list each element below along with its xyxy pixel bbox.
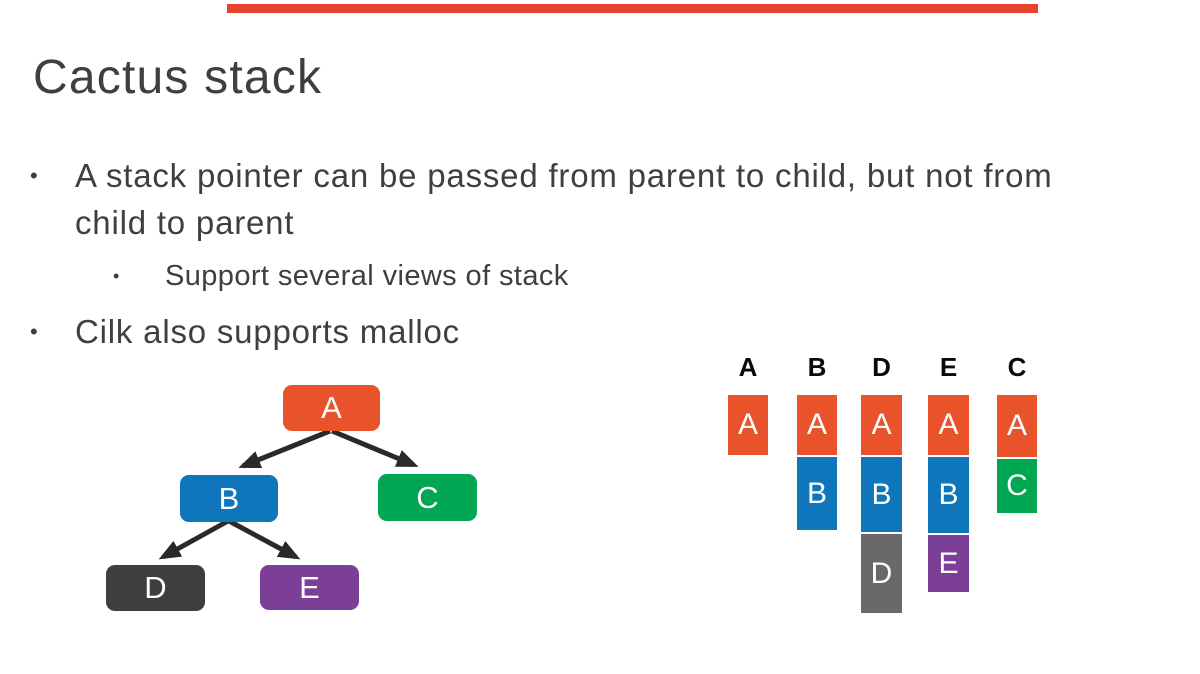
bullet-icon: • bbox=[30, 319, 38, 344]
tree-edge-B-E bbox=[227, 518, 301, 560]
stack-cell-A: A bbox=[797, 395, 837, 455]
tree-node-E: E bbox=[260, 565, 359, 610]
stack-cell-B: B bbox=[861, 455, 902, 532]
stack-column-header: E bbox=[939, 352, 958, 382]
sub-bullet-text: Support several views of stack bbox=[165, 260, 569, 292]
tree-node-C: C bbox=[378, 474, 477, 521]
bullet-text: Cilk also supports malloc bbox=[75, 313, 460, 350]
tree-node-B: B bbox=[180, 475, 278, 522]
stack-cell-D: D bbox=[861, 532, 902, 613]
stack-column-header: A bbox=[738, 352, 758, 382]
stack-cell-C: C bbox=[997, 457, 1037, 513]
stack-cell-A: A bbox=[728, 395, 768, 455]
stack-cell-A: A bbox=[928, 395, 969, 455]
bullet-item-2: • Cilk also supports malloc bbox=[30, 308, 830, 355]
bullet-icon: • bbox=[113, 266, 120, 286]
tree-edge-A-B bbox=[238, 428, 331, 469]
stack-column-header: B bbox=[807, 352, 827, 382]
tree-node-D: D bbox=[106, 565, 205, 611]
accent-bar bbox=[227, 4, 1038, 13]
bullet-item-1: • A stack pointer can be passed from par… bbox=[30, 152, 1130, 246]
bullet-text: A stack pointer can be passed from paren… bbox=[75, 157, 1053, 241]
stack-column-header: C bbox=[1007, 352, 1027, 382]
tree-edge-B-D bbox=[158, 518, 230, 560]
stack-cell-A: A bbox=[997, 395, 1037, 457]
sub-bullet-item: • Support several views of stack bbox=[113, 258, 813, 294]
bullet-icon: • bbox=[30, 163, 38, 188]
stack-column-header: D bbox=[872, 352, 891, 382]
stack-cell-B: B bbox=[797, 455, 837, 530]
tree-edge-A-C bbox=[331, 428, 419, 468]
page-title: Cactus stack bbox=[33, 51, 323, 104]
stack-cell-B: B bbox=[928, 455, 969, 533]
tree-node-A: A bbox=[283, 385, 380, 431]
stack-cell-A: A bbox=[861, 395, 902, 455]
stack-cell-E: E bbox=[928, 533, 969, 592]
stack-cells: A bbox=[728, 395, 768, 455]
